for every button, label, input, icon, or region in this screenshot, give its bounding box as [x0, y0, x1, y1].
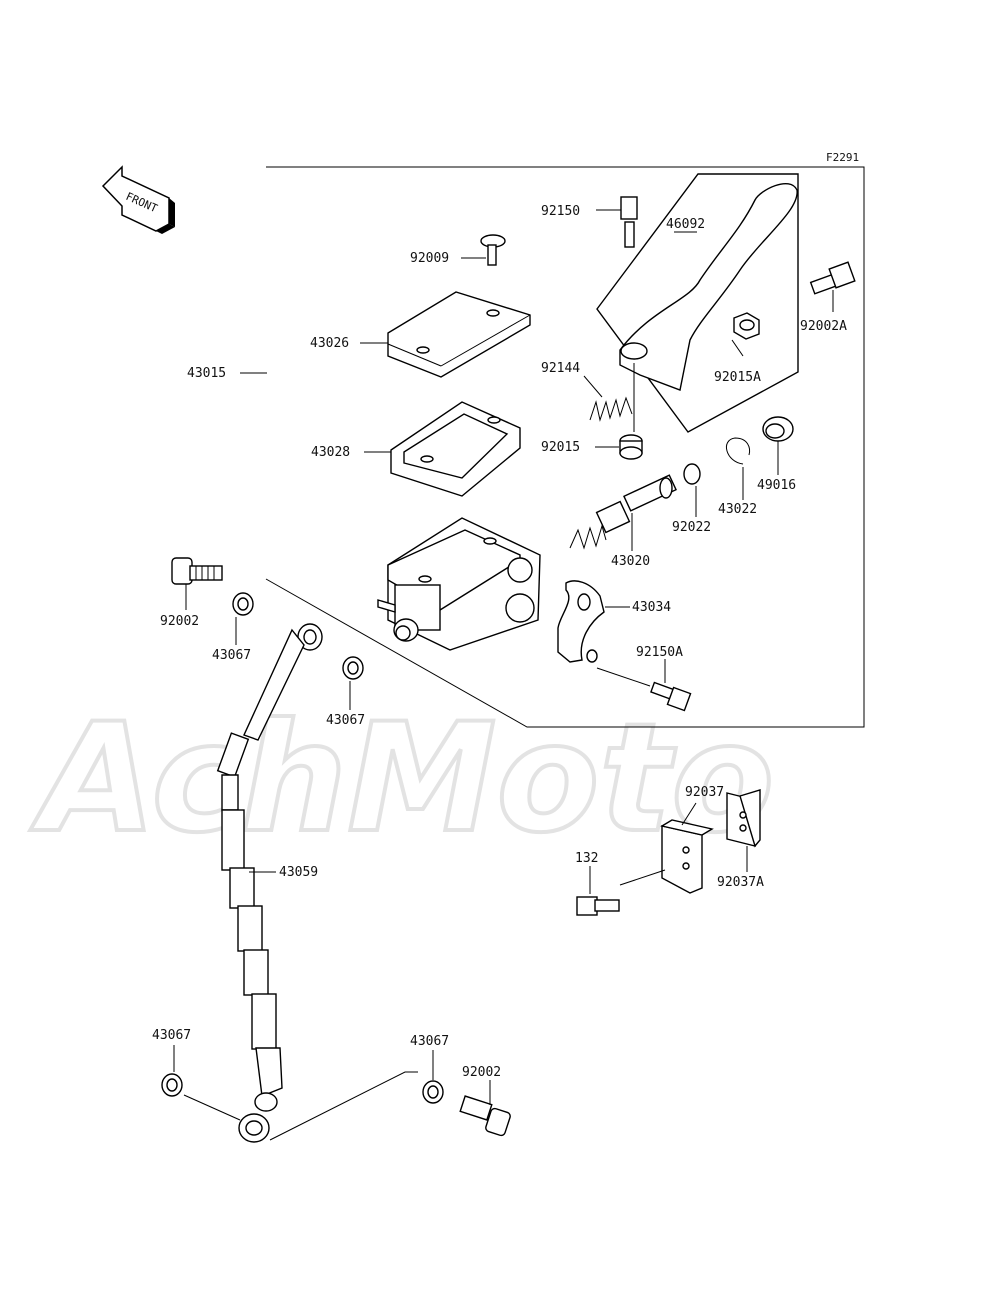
- washer-43067-c: [161, 1073, 183, 1097]
- washer-43067-a: [232, 592, 254, 616]
- lever-46092: [596, 173, 799, 433]
- label-43067-d: 43067: [410, 1034, 449, 1049]
- watermark: AchMoto: [30, 692, 774, 866]
- label-92009: 92009: [410, 251, 449, 266]
- bolt-132: [576, 896, 620, 916]
- label-49016: 49016: [757, 478, 796, 493]
- bushing-92015: [619, 434, 643, 460]
- label-43067-c: 43067: [152, 1028, 191, 1043]
- washer-43067-b: [342, 656, 364, 680]
- washer-43067-d: [422, 1080, 444, 1104]
- label-43015: 43015: [187, 366, 226, 381]
- piston-43020: [569, 474, 677, 550]
- label-92037A: 92037A: [717, 875, 764, 890]
- nut-92015A: [733, 312, 760, 340]
- boot-49016: [762, 416, 794, 442]
- label-43026: 43026: [310, 336, 349, 351]
- label-132: 132: [575, 851, 598, 866]
- label-92002-lower: 92002: [462, 1065, 501, 1080]
- label-92002A: 92002A: [800, 319, 847, 334]
- label-92037: 92037: [685, 785, 724, 800]
- diaphragm-43028: [390, 401, 521, 497]
- circlip-43022: [725, 437, 751, 465]
- brake-hose-43059: [216, 623, 323, 1143]
- label-92022: 92022: [672, 520, 711, 535]
- label-92144: 92144: [541, 361, 580, 376]
- label-43067-a: 43067: [212, 648, 251, 663]
- assembly-frame: [265, 166, 865, 728]
- label-43067-b: 43067: [326, 713, 365, 728]
- label-92150A: 92150A: [636, 645, 683, 660]
- spring-92144: [589, 396, 633, 422]
- label-43034: 43034: [632, 600, 671, 615]
- label-43020: 43020: [611, 554, 650, 569]
- label-43059: 43059: [279, 865, 318, 880]
- label-92150: 92150: [541, 204, 580, 219]
- bolt-92002A: [809, 261, 856, 295]
- label-92015: 92015: [541, 440, 580, 455]
- screw-92150: [620, 196, 638, 248]
- label-92015A: 92015A: [714, 370, 761, 385]
- label-46092: 46092: [666, 217, 705, 232]
- bolt-92150A: [650, 681, 692, 712]
- washer-92022: [683, 463, 701, 485]
- clamp-43034: [557, 580, 605, 663]
- banjo-bolt-92002-lower: [459, 1095, 511, 1137]
- master-cylinder-body: [377, 517, 541, 651]
- figure-code: F2291: [826, 151, 859, 164]
- bracket-92037A: [726, 789, 761, 848]
- screw-92009: [480, 234, 506, 266]
- label-43022: 43022: [718, 502, 757, 517]
- bracket-92037: [660, 819, 714, 894]
- front-arrow-icon: FRONT: [101, 165, 175, 234]
- banjo-bolt-92002-upper: [171, 557, 223, 585]
- cap-43026: [387, 291, 531, 378]
- label-92002-upper: 92002: [160, 614, 199, 629]
- label-43028: 43028: [311, 445, 350, 460]
